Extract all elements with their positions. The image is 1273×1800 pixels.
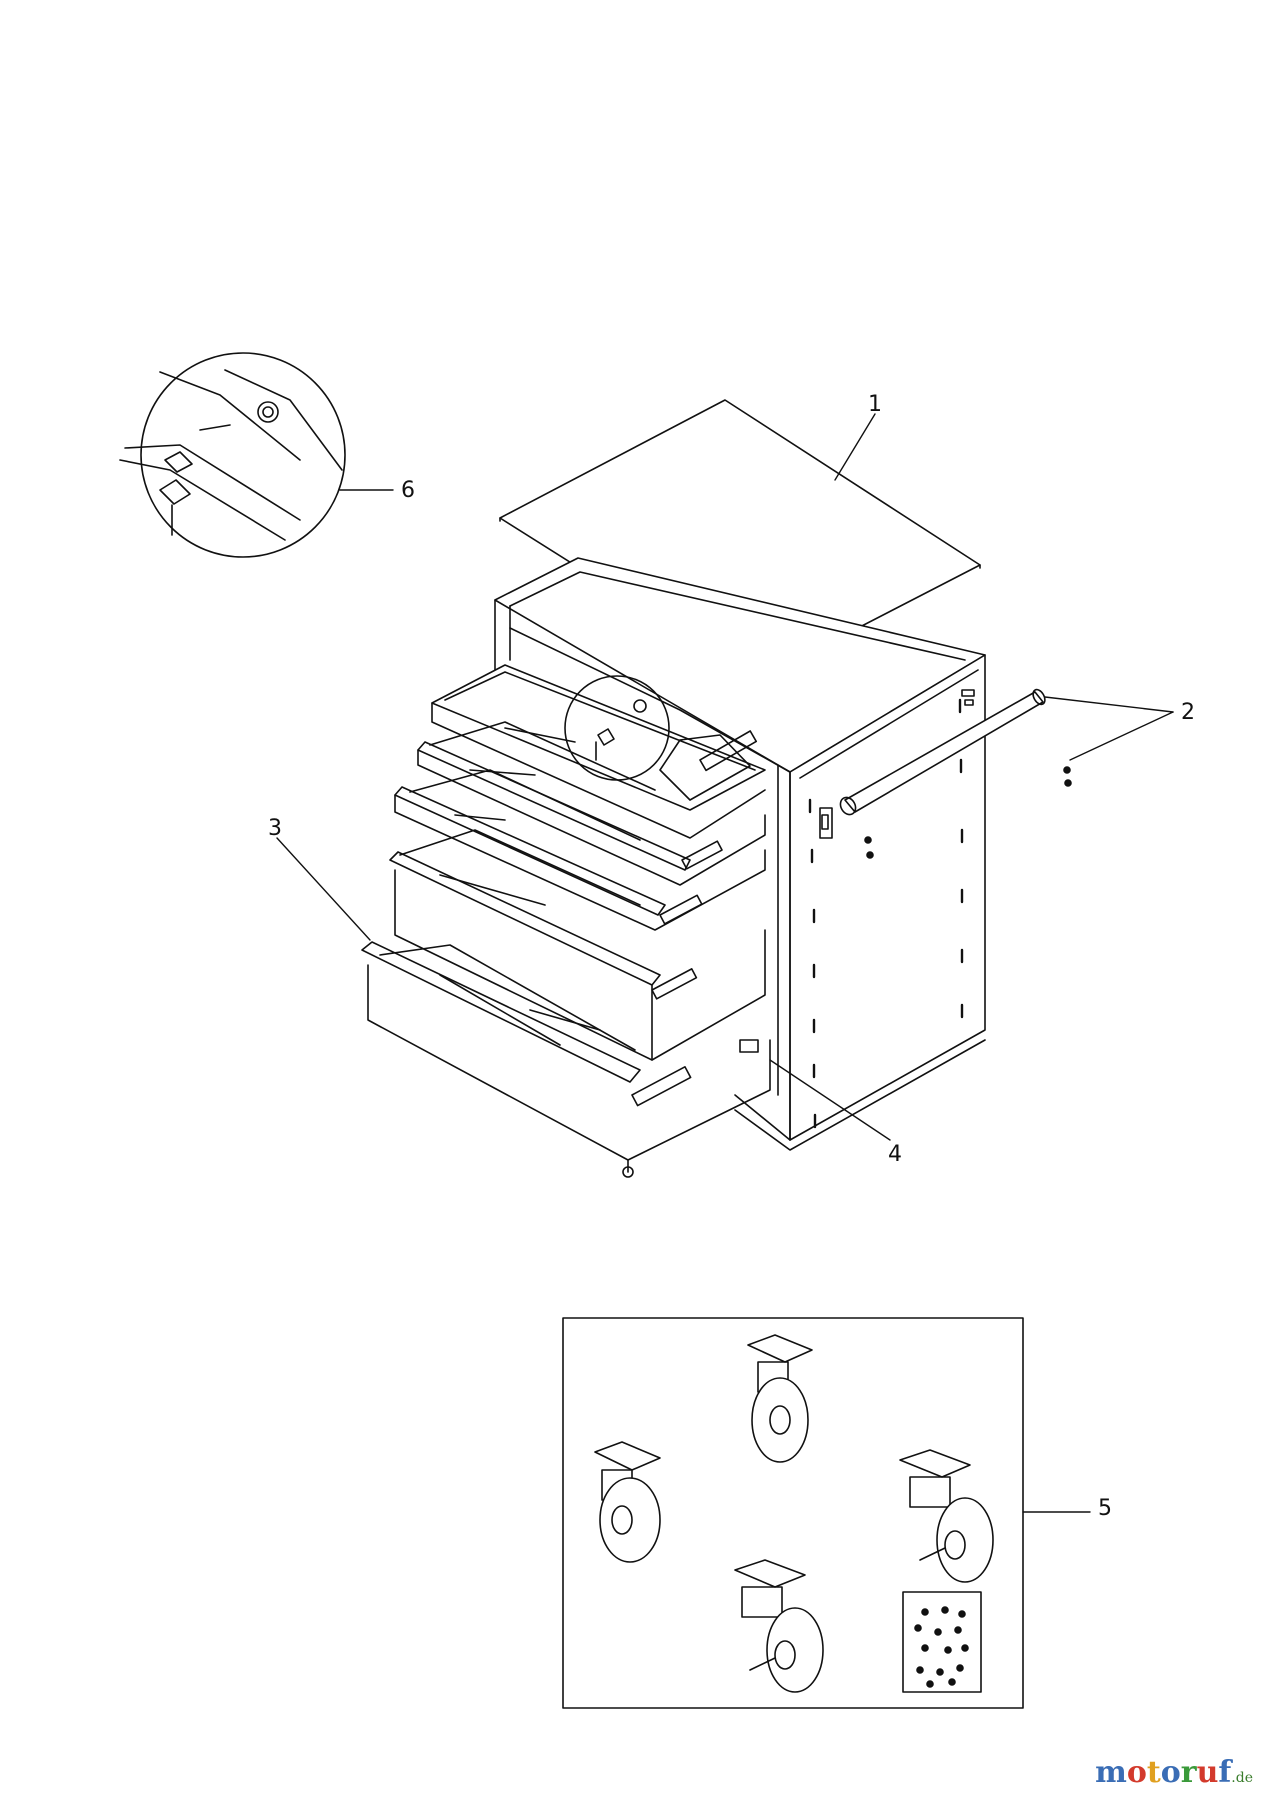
logo-letter: o — [1126, 1755, 1147, 1790]
logo-letter: u — [1196, 1755, 1219, 1790]
casters-box — [562, 1317, 1024, 1709]
cabinet-body — [494, 557, 986, 1151]
logo-letter: o — [1160, 1755, 1181, 1790]
logo-letter: t — [1146, 1755, 1161, 1790]
callout-2: 2 — [1181, 700, 1195, 725]
lock-detail — [564, 675, 670, 781]
logo-letter: m — [1095, 1755, 1127, 1790]
swivel-caster-icon — [734, 1559, 824, 1693]
logo-letter: f — [1218, 1755, 1232, 1790]
fixed-caster-icon — [747, 1334, 813, 1463]
callout-3: 3 — [268, 816, 282, 841]
logo-domain-suffix: .de — [1231, 1770, 1253, 1786]
leader-lines — [276, 413, 1174, 1513]
logo-letter: r — [1180, 1755, 1197, 1790]
screw-icons — [864, 766, 1072, 859]
swivel-caster-icon — [899, 1449, 994, 1583]
lock-magnifier — [119, 352, 346, 558]
logo-letters: motoruf — [1095, 1755, 1231, 1790]
callout-1: 1 — [868, 392, 882, 417]
fixed-caster-icon — [594, 1441, 661, 1563]
callout-6: 6 — [401, 478, 415, 503]
callout-5: 5 — [1098, 1496, 1112, 1521]
drawer-stack — [361, 664, 771, 1178]
screw-bag-icon — [902, 1591, 982, 1693]
motoruf-watermark-logo: motoruf.de — [1095, 1755, 1253, 1790]
handle-part — [819, 688, 1072, 859]
callout-4: 4 — [888, 1142, 902, 1167]
